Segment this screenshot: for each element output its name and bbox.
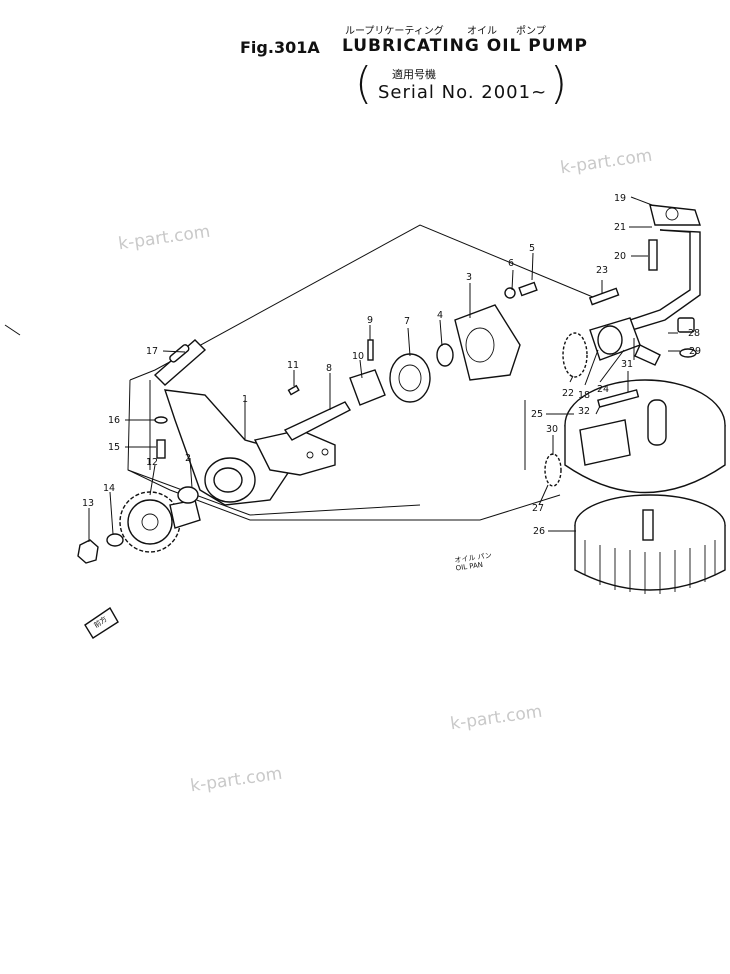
part-label: 1: [242, 394, 248, 405]
bushing-part: [436, 343, 454, 367]
title-kana: ループリケーティング: [345, 26, 444, 37]
pump-cover-part: [454, 304, 521, 381]
part-label: 8: [326, 363, 332, 374]
part-label: 27: [532, 503, 544, 514]
part-label: 13: [82, 498, 94, 509]
part-label: 25: [531, 409, 543, 420]
mounting-washer-part: [154, 416, 168, 424]
bolt-part: [518, 281, 538, 297]
part-label: 16: [108, 415, 120, 426]
part-label: 17: [146, 346, 158, 357]
part-label: 23: [596, 265, 608, 276]
pin-part: [367, 339, 374, 361]
part-label: 32: [578, 406, 590, 417]
plug-washer-part: [679, 348, 697, 358]
part-label: 6: [508, 258, 514, 269]
part-label: 31: [621, 359, 633, 370]
paren-open: (: [355, 58, 373, 109]
part-label: 24: [597, 384, 609, 395]
key-part: [287, 384, 300, 396]
part-label: 26: [533, 526, 545, 537]
inner-rotor-part: [349, 369, 386, 406]
gasket-part: [562, 332, 588, 378]
front-arrow-icon: [84, 606, 119, 639]
pump-body-part: [163, 389, 336, 506]
part-label: 12: [146, 457, 158, 468]
part-label: 11: [287, 360, 299, 371]
part-label: 21: [614, 222, 626, 233]
serial-kana: 適用号機: [392, 68, 436, 81]
title-kana-oil: オイル: [467, 26, 497, 37]
part-label: 3: [466, 272, 472, 283]
part-label: 2: [185, 453, 191, 464]
outer-rotor-part: [389, 353, 431, 403]
part-label: 28: [688, 328, 700, 339]
pipe-bracket-part: [634, 344, 661, 366]
figure-title: LUBRICATING OIL PUMP: [342, 36, 588, 56]
part-label: 29: [689, 346, 701, 357]
leader-lines: [88, 196, 680, 542]
part-label: 18: [578, 390, 590, 401]
flange-bolt-part: [588, 287, 620, 306]
serial-number: Serial No. 2001~: [378, 82, 548, 103]
title-kana-pump: ポンプ: [516, 26, 546, 37]
part-label: 22: [562, 388, 574, 399]
part-label: 30: [546, 424, 558, 435]
plug-bolt-part: [677, 317, 695, 333]
part-label: 15: [108, 442, 120, 453]
bracket-bolt-part: [648, 239, 658, 271]
part-label: 7: [404, 316, 410, 327]
washer-part: [504, 287, 516, 299]
figure-number: Fig.301A: [240, 38, 320, 57]
part-labels: 1 2 3 4 5 6 7 8 9 10 11 12 13 14 15 16 1…: [82, 193, 701, 537]
part-label: 5: [529, 243, 535, 254]
shaft-part: [283, 401, 351, 441]
part-label: 4: [437, 310, 443, 321]
part-label: 19: [614, 193, 626, 204]
part-label: 9: [367, 315, 373, 326]
part-label: 20: [614, 251, 626, 262]
part-label: 10: [352, 351, 364, 362]
bracket-plate-part: [153, 339, 207, 386]
lock-washer-part: [106, 533, 124, 547]
nut-part: [77, 539, 99, 564]
gear-bushing-part: [177, 486, 199, 504]
part-label: 14: [103, 483, 115, 494]
strainer-bolt-part: [597, 389, 640, 408]
strainer-screen-part: [574, 494, 726, 594]
strainer-gasket-part: [544, 453, 562, 487]
edge-mark: [4, 324, 21, 336]
paren-close: ): [550, 58, 568, 109]
mounting-bolt-part: [156, 439, 166, 459]
suction-pipe-part: [589, 204, 701, 361]
